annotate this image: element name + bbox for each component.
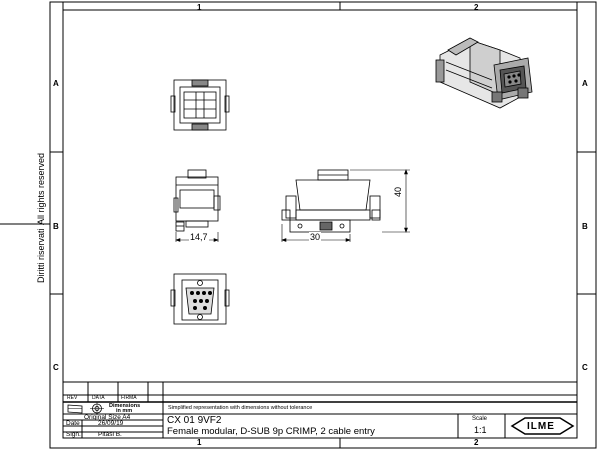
part-code: CX 01 9VF2 — [167, 415, 222, 426]
tolerance-note: Simplified representation with dimension… — [168, 405, 313, 411]
top-view — [170, 79, 230, 131]
zone-top-2: 2 — [474, 3, 479, 12]
zone-left-a: A — [53, 79, 59, 88]
firma-header: FIRMA — [121, 395, 137, 401]
scale-label: Scale — [472, 416, 488, 422]
dimensions-label-line2: in mm — [116, 408, 133, 414]
dim-front-width-label: 30 — [309, 232, 322, 242]
zone-right-b: B — [582, 222, 588, 231]
zone-right-c: C — [582, 363, 588, 372]
date-value: 26/09/19 — [98, 420, 124, 427]
sign-value: Pitasi B. — [98, 431, 122, 438]
zone-top-1: 1 — [197, 3, 202, 12]
projection-symbol — [67, 402, 104, 414]
side-view — [173, 169, 221, 232]
ilme-logo: ILME — [527, 421, 555, 432]
date-label: Date — [66, 420, 80, 427]
ilme-logo-graphic — [510, 417, 575, 435]
front-view — [281, 169, 381, 233]
part-description: Female modular, D-SUB 9p CRIMP, 2 cable … — [167, 426, 375, 437]
isometric-view — [435, 37, 533, 109]
dim-front-height — [350, 169, 410, 233]
data-header: DATA — [92, 395, 105, 401]
zone-right-a: A — [582, 79, 588, 88]
zone-left-b: B — [53, 222, 59, 231]
original-size: Original Size A4 — [84, 414, 131, 421]
zone-left-c: C — [53, 363, 59, 372]
rev-header: REV — [67, 395, 78, 401]
zone-bottom-2: 2 — [474, 438, 479, 447]
bottom-view — [170, 273, 230, 325]
scale-value: 1:1 — [474, 425, 487, 435]
dim-front-height-label: 40 — [393, 186, 403, 197]
zone-bottom-1: 1 — [197, 438, 202, 447]
dimensions-label-line1: Dimensions — [109, 403, 141, 409]
dim-side-width-label: 14,7 — [189, 232, 209, 242]
sign-label: Sign. — [66, 431, 81, 438]
dim-front-width — [281, 224, 351, 242]
